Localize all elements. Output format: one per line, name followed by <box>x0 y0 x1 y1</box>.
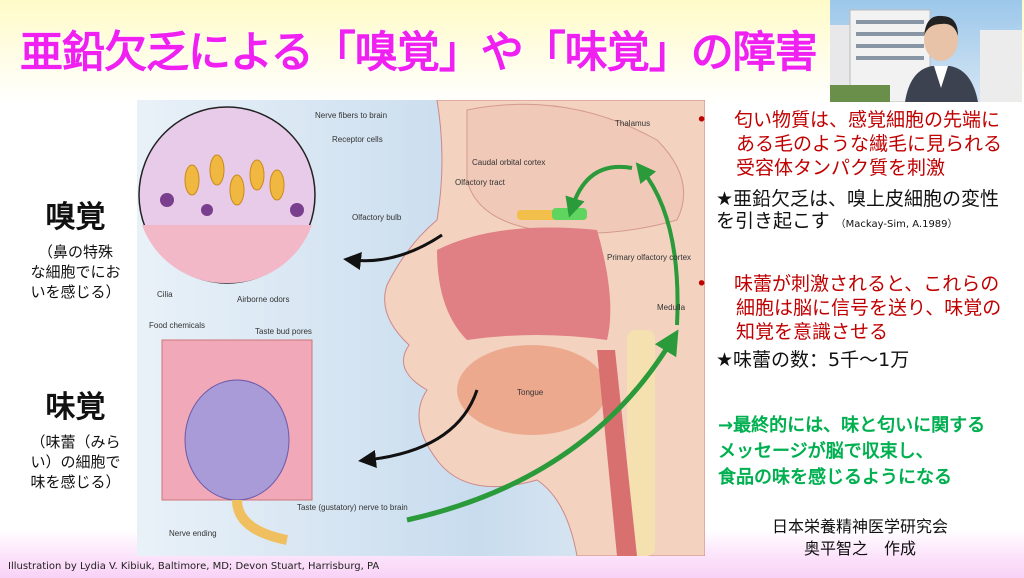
smell-note-line: （鼻の特殊 <box>37 243 113 261</box>
taste-note-line: い）の細胞で <box>30 453 121 471</box>
presenter-video <box>830 0 1022 102</box>
smell-note-line: な細胞でにお <box>30 263 121 281</box>
slide-title: 亜鉛欠乏による「嗅覚」や「味覚」の障害 <box>20 28 818 78</box>
label-primary-olfactory-cortex: Primary olfactory cortex <box>607 253 691 262</box>
smell-taste-anatomy-illustration: Nerve fibers to brain Receptor cells Cil… <box>137 100 705 556</box>
star-taste-bud-count: ★味蕾の数：5千～1万 <box>716 349 910 371</box>
bullet-smell: •匂い物質は、感覚細胞の先端にある毛のような繊毛に見られる受容体タンパク質を刺激 <box>696 109 1003 179</box>
smell-section: 嗅覚 （鼻の特殊 な細胞でにお いを感じる） <box>18 192 133 302</box>
taste-note-line: （味蕾（みら <box>30 433 121 451</box>
taste-heading: 味覚 <box>45 390 106 425</box>
smell-note-line: いを感じる） <box>30 283 121 301</box>
conclusion-line: メッセージが脳で収束し、 <box>718 441 934 462</box>
bullet-taste: •味蕾が刺激されると、これらの細胞は脳に信号を送り、味覚の知覚を意識させる <box>696 273 1002 343</box>
conclusion-line: →最終的には、味と匂いに関する <box>718 415 986 436</box>
bullet-taste-text: 味蕾が刺激されると、これらの細胞は脳に信号を送り、味覚の知覚を意識させる <box>734 273 1002 343</box>
label-caudal-orbital-cortex: Caudal orbital cortex <box>472 158 545 167</box>
label-taste-bud-pores: Taste bud pores <box>255 327 312 336</box>
star-zinc-note: ★亜鉛欠乏は、嗅上皮細胞の変性を引き起こす （Mackay-Sim, A.198… <box>716 188 1016 236</box>
star-zinc-text: ★亜鉛欠乏は、嗅上皮細胞の変性を引き起こす <box>716 188 1000 232</box>
smell-heading: 嗅覚 <box>45 200 106 235</box>
label-olfactory-bulb: Olfactory bulb <box>352 213 402 222</box>
label-nerve-fibers: Nerve fibers to brain <box>315 111 387 120</box>
label-cilia: Cilia <box>157 290 173 299</box>
bullet-smell-text: 匂い物質は、感覚細胞の先端にある毛のような繊毛に見られる受容体タンパク質を刺激 <box>734 109 1003 179</box>
label-receptor-cells: Receptor cells <box>332 135 383 144</box>
citation: （Mackay-Sim, A.1989） <box>835 219 958 230</box>
label-food-chemicals: Food chemicals <box>149 321 205 330</box>
author-credit: 日本栄養精神医学研究会 奥平智之 作成 <box>740 516 980 560</box>
illustration-credit: Illustration by Lydia V. Kibiuk, Baltimo… <box>8 561 380 572</box>
label-tongue: Tongue <box>517 388 544 397</box>
label-medulla: Medulla <box>657 303 686 312</box>
organization-name: 日本栄養精神医学研究会 <box>771 517 948 536</box>
tongue <box>457 345 607 435</box>
conclusion-line: 食品の味を感じるようになる <box>718 467 952 488</box>
label-thalamus: Thalamus <box>615 119 650 128</box>
spine <box>627 330 655 556</box>
label-olfactory-tract: Olfactory tract <box>455 178 506 187</box>
taste-section: 味覚 （味蕾（みら い）の細胞で 味を感じる） <box>18 382 133 492</box>
label-nerve-ending: Nerve ending <box>169 529 217 538</box>
author-name: 奥平智之 作成 <box>803 539 916 558</box>
taste-note-line: 味を感じる） <box>30 473 121 491</box>
label-airborne-odors: Airborne odors <box>237 295 289 304</box>
conclusion: →最終的には、味と匂いに関する メッセージが脳で収束し、 食品の味を感じるように… <box>718 413 1018 491</box>
label-taste-nerve: Taste (gustatory) nerve to brain <box>297 503 408 512</box>
